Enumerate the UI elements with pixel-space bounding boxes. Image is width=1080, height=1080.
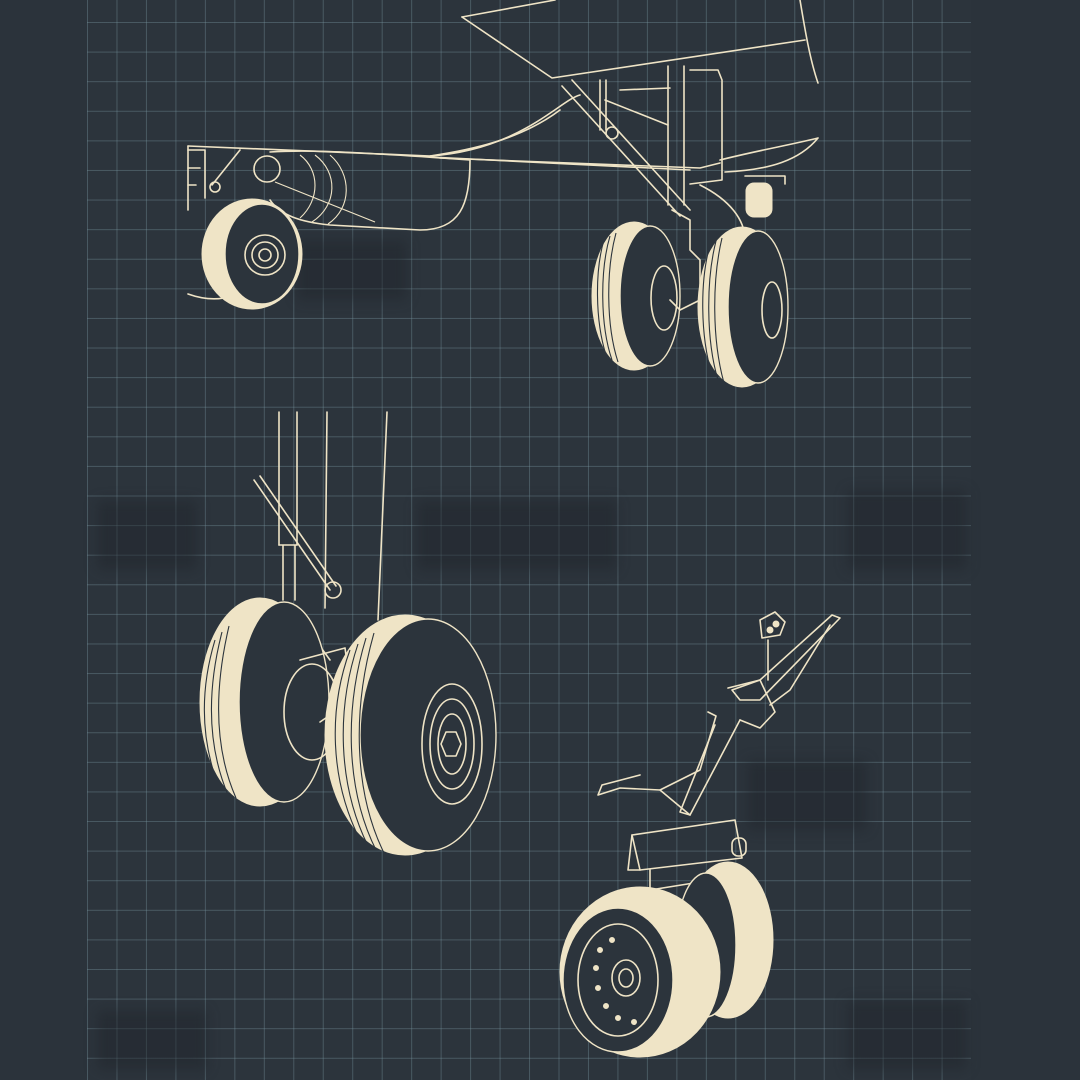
isometric-nose-gear-figure bbox=[559, 611, 841, 1058]
blueprint-grid-sheet bbox=[87, 0, 971, 1080]
front-dual-wheel-gear-figure bbox=[199, 411, 497, 856]
blurred-label bbox=[747, 760, 867, 830]
top-fuselage-gear-figure bbox=[187, 0, 819, 388]
blurred-label bbox=[297, 240, 407, 300]
blurred-label bbox=[847, 1000, 967, 1070]
blurred-label bbox=[97, 500, 197, 570]
blurred-label bbox=[847, 490, 967, 570]
blurred-label bbox=[97, 1010, 207, 1070]
blurred-label bbox=[417, 500, 617, 570]
